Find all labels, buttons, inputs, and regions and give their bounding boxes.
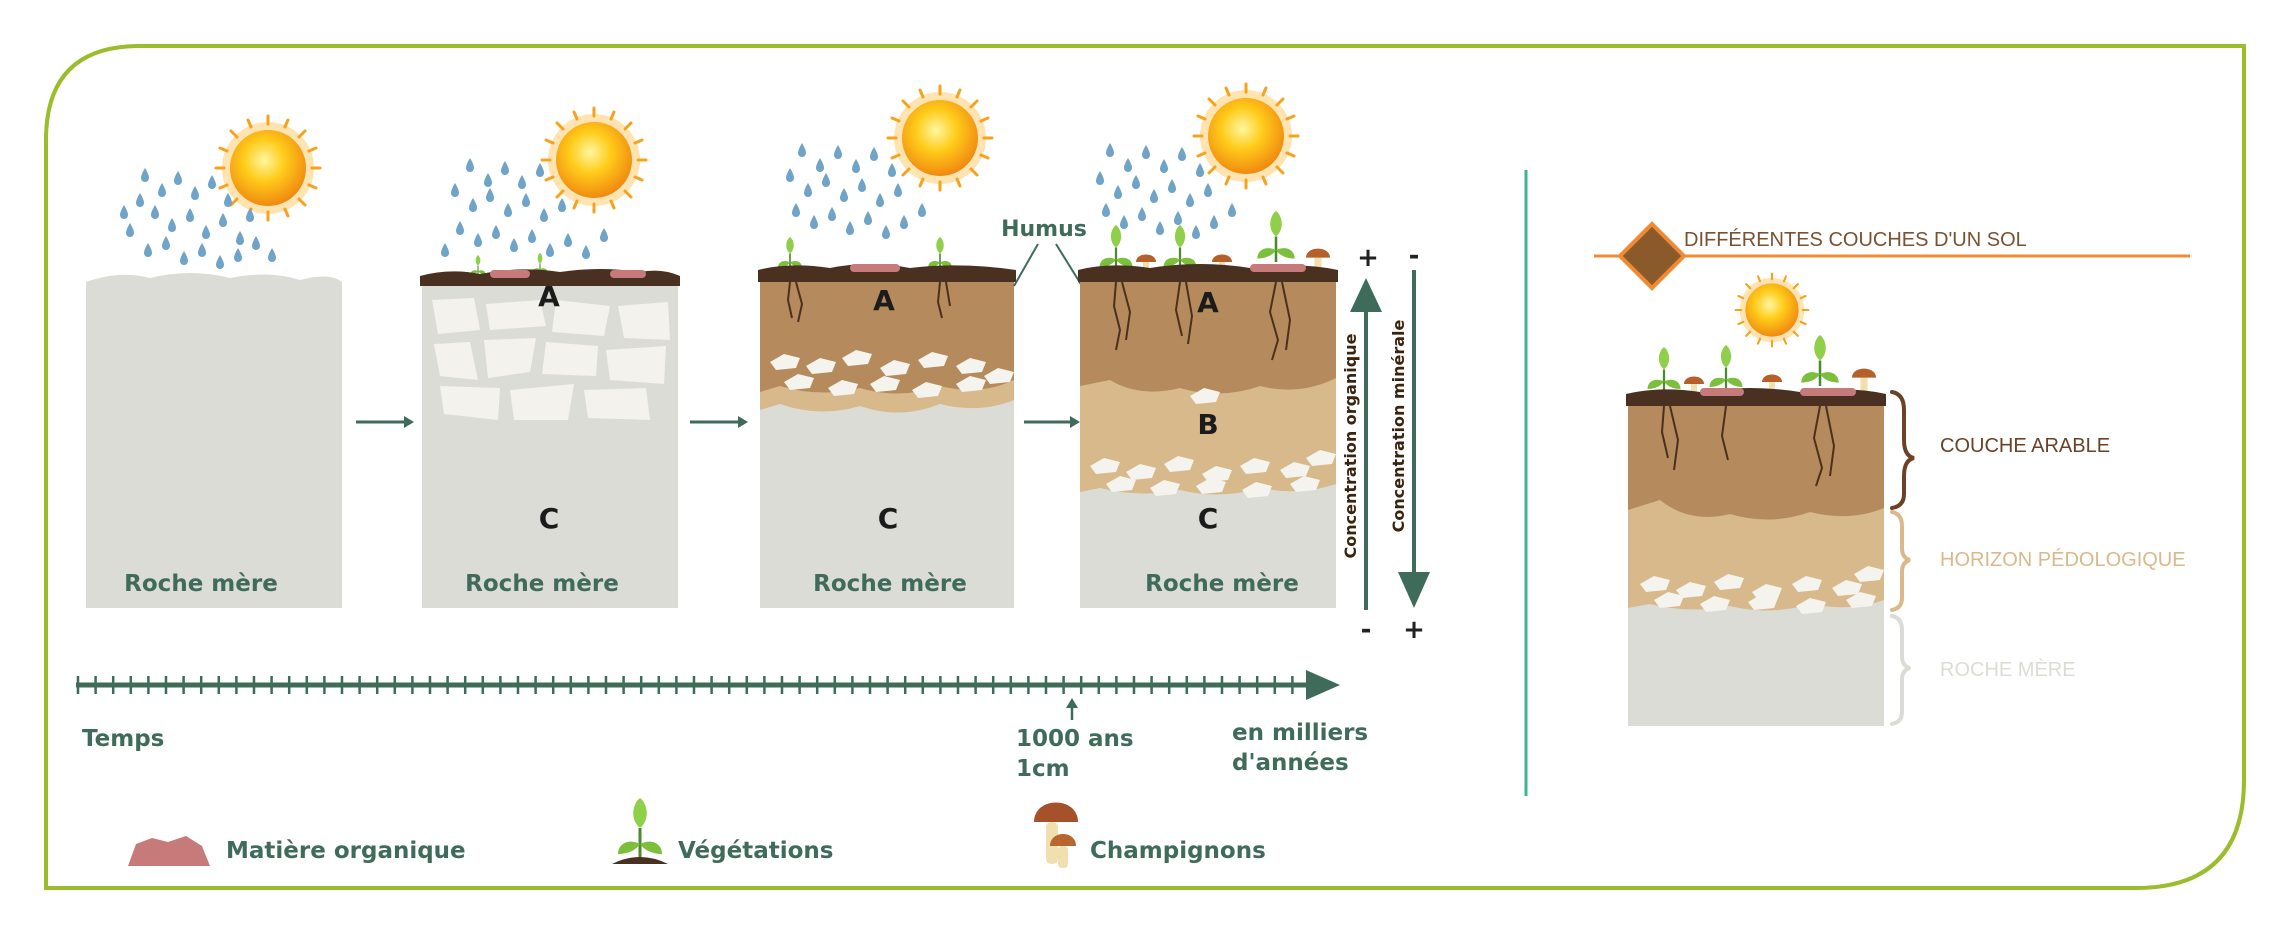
- horizon-label-a: A: [1197, 286, 1219, 319]
- soil-column-2: A C Roche mère: [420, 106, 680, 608]
- timeline-end-label-2: d'années: [1232, 750, 1349, 776]
- legend-label-organic: Matière organique: [226, 838, 466, 864]
- soil-column-1: Roche mère: [86, 114, 342, 608]
- weathered-rock-fragments: [432, 298, 670, 420]
- bedrock-label: Roche mère: [813, 571, 967, 597]
- timeline-end-label: en milliers: [1232, 720, 1368, 746]
- bedrock-label: Roche mère: [1145, 571, 1299, 597]
- plant-icon: [1256, 209, 1296, 264]
- legend: Matière organique Végétations Champignon…: [128, 796, 1266, 868]
- timeline: Temps 1000 ans 1cm en milliers d'années: [76, 670, 1368, 782]
- plant-icon: [777, 236, 803, 271]
- bedrock-label: Roche mère: [465, 571, 619, 597]
- brace-roche: [1890, 614, 1911, 726]
- sun-icon-3: [886, 84, 994, 192]
- brace-horizon: [1890, 510, 1911, 612]
- mushroom-icon: [1034, 802, 1078, 868]
- stage-arrow-2: [690, 416, 748, 428]
- timeline-ticks: [76, 676, 1294, 694]
- horizon-label-c: C: [878, 502, 899, 535]
- arable-block: [1628, 398, 1884, 520]
- bedrock-label: Roche mère: [124, 571, 278, 597]
- diamond-icon: [1617, 221, 1687, 291]
- plant-icon: [1646, 345, 1682, 394]
- minerale-minus-sign: -: [1409, 241, 1420, 271]
- brace-arable: [1890, 390, 1915, 510]
- layer-label-arable: COUCHE ARABLE: [1940, 435, 2110, 457]
- timeline-arrowhead: [1306, 670, 1340, 700]
- timeline-start-label: Temps: [82, 726, 164, 752]
- humus-pointer: [1055, 243, 1083, 287]
- humus-annotation: Humus: [1001, 217, 1087, 242]
- legend-label-mushroom: Champignons: [1090, 838, 1266, 864]
- humus-pointer: [1013, 243, 1039, 287]
- layer-label-roche: ROCHE MÈRE: [1940, 658, 2076, 681]
- organic-matter-icon: [128, 836, 210, 866]
- sun-icon-2: [540, 106, 648, 214]
- timeline-marker-label: 1000 ans: [1016, 726, 1134, 752]
- mushroom-icon: [1852, 368, 1876, 392]
- plant-icon: [927, 236, 953, 271]
- plant-icon: [612, 796, 668, 864]
- frame-border: [44, 44, 2246, 890]
- soil-column-4: A B C Roche mère: [1078, 82, 1338, 608]
- plant-icon: [1162, 223, 1198, 272]
- legend-label-vegetation: Végétations: [678, 838, 833, 864]
- concentration-organique-arrow: + - Concentration organique: [1341, 243, 1382, 645]
- soil-column-3: A C Roche mère Humus: [758, 84, 1087, 608]
- timeline-marker-label-2: 1cm: [1016, 756, 1070, 782]
- plant-icon: [1708, 343, 1744, 392]
- soil-layers-panel: DIFFÉRENTES COUCHES D'UN SOL: [1594, 221, 2190, 726]
- bedrock-layer: [86, 273, 342, 608]
- plant-icon: [1098, 223, 1134, 272]
- horizon-label-c: C: [1198, 502, 1219, 535]
- horizon-label-a: A: [538, 280, 560, 313]
- layer-label-horizon: HORIZON PÉDOLOGIQUE: [1940, 548, 2186, 571]
- concentration-minerale-label: Concentration minérale: [1389, 320, 1408, 533]
- panel-title: DIFFÉRENTES COUCHES D'UN SOL: [1684, 228, 2027, 251]
- horizon-label-c: C: [539, 502, 560, 535]
- plant-icon: [1800, 333, 1840, 388]
- organique-minus-sign: -: [1361, 615, 1372, 645]
- stage-arrow-1: [356, 416, 414, 428]
- horizon-label-a: A: [873, 284, 895, 317]
- organique-plus-sign: +: [1357, 243, 1379, 273]
- concentration-organique-label: Concentration organique: [1341, 333, 1360, 558]
- sun-icon-4: [1192, 82, 1300, 190]
- minerale-plus-sign: +: [1403, 615, 1425, 645]
- sun-icon: [1734, 272, 1810, 348]
- horizon-label-b: B: [1197, 408, 1218, 441]
- concentration-minerale-arrow: - + Concentration minérale: [1389, 241, 1430, 645]
- stage-arrow-3: [1024, 416, 1080, 428]
